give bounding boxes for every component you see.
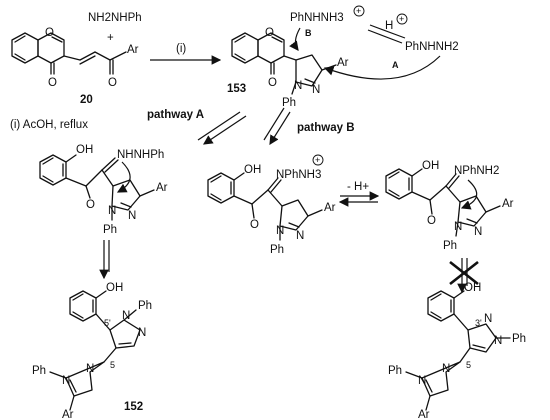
eq-arrow-back <box>367 29 403 44</box>
hydrazinium-charge: + <box>356 6 361 16</box>
pathway-a-arrow-1 <box>203 115 247 145</box>
intermediate-a-ph: Ph <box>103 224 117 236</box>
intermediate-a-oxygen: O <box>86 199 95 211</box>
isomer-3p-pyrazoline-n2: N <box>418 375 426 387</box>
compound-153-ring-oxygen: O <box>265 27 274 39</box>
isomer-3p-pyrazole-ph: Ph <box>512 333 526 345</box>
hydrazinium-charge-circle <box>353 5 365 17</box>
compound-152-pyrazole-n2: N <box>138 327 146 339</box>
compound-153-n1: N <box>294 80 302 92</box>
intermediate-c-oxygen: O <box>427 215 436 227</box>
proton-charge-circle <box>396 13 408 25</box>
compound-152-locant-5p: 5' <box>104 318 111 328</box>
compound-153-ph: Ph <box>282 97 296 109</box>
intermediate-b-charge-circle <box>312 154 324 166</box>
condition-acoh-reflux: (i) AcOH, reflux <box>10 119 88 131</box>
compound-20-ar: Ar <box>127 44 139 56</box>
intermediate-b-oh: OH <box>244 164 261 176</box>
intermediate-a-n2: N <box>128 210 136 222</box>
compound-20-carbonyl-oxygen: O <box>48 77 57 89</box>
compound-153-structure <box>231 32 337 95</box>
intermediate-c-structure <box>385 168 501 237</box>
compound-153-label: 153 <box>227 83 246 95</box>
intermediate-c-n2: N <box>474 226 482 238</box>
intermediate-b-ph: Ph <box>270 244 284 256</box>
pathway-a-label: pathway A <box>147 109 204 121</box>
proton-charge: + <box>399 14 404 24</box>
intermediate-a-structure <box>39 154 155 221</box>
intermediate-a-curved-arrow <box>116 161 131 193</box>
intermediate-b-n2: N <box>296 230 304 242</box>
compound-152-pyrazoline-ph: Ph <box>32 365 46 377</box>
plus-sign: + <box>107 32 114 44</box>
pathway-a-arrow-2 <box>197 111 241 141</box>
compound-153-carbonyl-oxygen: O <box>268 77 277 89</box>
isomer-3p-structure <box>405 290 511 411</box>
compound-152-locant-5: 5 <box>110 360 115 370</box>
compound-20-label: 20 <box>80 94 93 106</box>
phenylhydrazine-free: PhNHNH2 <box>405 41 459 53</box>
compound-152-pyrazole-ph: Ph <box>138 300 152 312</box>
isomer-3p-pyrazoline-ph: Ph <box>388 365 402 377</box>
intermediate-c-nphnh2: NPhNH2 <box>454 165 499 177</box>
intermediate-b-charge: + <box>315 155 320 165</box>
eq-arrow-forward <box>369 24 406 39</box>
intermediate-a-ar: Ar <box>156 182 168 194</box>
isomer-3p-locant-3p: 3' <box>475 318 482 328</box>
compound-153-ar: Ar <box>337 57 349 69</box>
isomer-3p-pyrazole-n2: N <box>484 313 492 325</box>
intermediate-b-oxygen: O <box>250 219 259 231</box>
intermediate-b-structure <box>207 172 323 241</box>
reagent-phenylhydrazine: NH2NHPh <box>88 12 142 24</box>
hydrazinium-label: PhNHNH3 <box>290 12 344 24</box>
compound-152-pyrazole-n1: N <box>122 310 130 322</box>
intermediate-b-nphnh3: NPhNH3 <box>276 169 321 181</box>
pathway-b-label: pathway B <box>297 122 355 134</box>
compound-152-label: 152 <box>124 401 143 413</box>
curved-arrow-b <box>289 27 301 51</box>
curved-arrow-a <box>323 55 441 80</box>
compound-152-ar: Ar <box>62 409 74 420</box>
compound-153-n2: N <box>312 84 320 96</box>
arrow-a-label: A <box>392 60 399 70</box>
cross-mark-2 <box>449 260 479 286</box>
intermediate-b-n1: N <box>276 225 284 237</box>
isomer-3p-ar: Ar <box>418 409 430 420</box>
compound-20-structure <box>11 32 127 75</box>
isomer-3p-pyrazole-n1: N <box>494 335 502 347</box>
compound-20-ring-oxygen: O <box>45 27 54 39</box>
intermediate-c-curved-arrow <box>460 179 478 210</box>
intermediate-c-ar: Ar <box>502 198 514 210</box>
compound-152-pyrazoline-n2: N <box>62 375 70 387</box>
isomer-3p-oh: OH <box>464 282 481 294</box>
proton-label: H <box>385 20 393 32</box>
compound-152-oh: OH <box>106 282 123 294</box>
isomer-3p-locant-5: 5 <box>466 360 471 370</box>
compound-152-structure <box>49 290 141 411</box>
isomer-3p-pyrazoline-n1: N <box>442 363 450 375</box>
intermediate-c-oh: OH <box>422 160 439 172</box>
intermediate-c-n1: N <box>454 221 462 233</box>
intermediate-c-ph: Ph <box>443 240 457 252</box>
intermediate-a-nhnhph: NHNHPh <box>117 149 164 161</box>
intermediate-a-oh: OH <box>76 144 93 156</box>
condition-i: (i) <box>176 43 186 55</box>
intermediate-b-ar: Ar <box>324 202 336 214</box>
pathway-b-arrow-1 <box>269 111 291 146</box>
intermediate-a-n1: N <box>108 205 116 217</box>
compound-20-ketone-oxygen: O <box>108 77 117 89</box>
pathway-b-arrow-2 <box>263 107 285 141</box>
compound-152-pyrazoline-n1: N <box>86 363 94 375</box>
deprotonation-label: - H+ <box>347 181 369 193</box>
arrow-b-label: B <box>305 28 312 38</box>
